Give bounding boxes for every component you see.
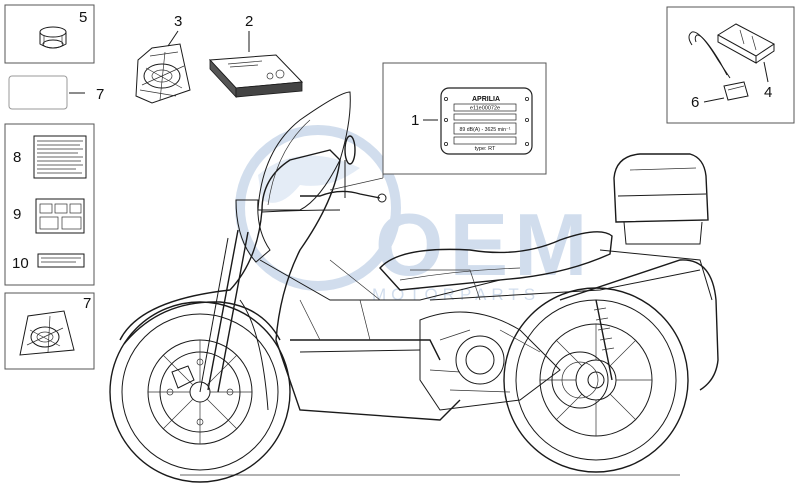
callout-7-top: 7 [96,86,104,103]
top-case [613,153,709,245]
rubber-plug-icon [39,26,67,49]
front-body [119,149,461,421]
plate-type: type: RT [475,146,496,152]
key-fob-icon [717,23,775,64]
watermark-globe-icon [235,125,401,291]
callout-1: 1 [411,112,419,129]
front-fender [123,301,281,345]
callout-6: 6 [691,94,699,111]
watermark-logo: OEM [375,195,593,294]
id-plate-icon: APRILIA e11e00072e 89 dB(A) - 3625 min⁻¹… [440,87,533,155]
callout-3: 3 [174,13,182,30]
oem-watermark: OEM MOTORPARTS [235,125,593,304]
part-8-10-box: 8 9 10 [4,123,95,286]
rear-shock [593,299,615,381]
part-5-box: 5 [4,4,95,64]
headlight [235,199,271,263]
plate-code: e11e00072e [470,106,500,112]
part-1-box: 1 APRILIA e11e00072e 89 dB(A) - 3625 min… [382,62,547,178]
plate-brand: APRILIA [472,96,500,103]
callout-5: 5 [79,9,87,26]
part-2-manual: 2 [208,13,304,99]
part-4-6-box: 6 4 [666,6,795,124]
handlebar [300,190,381,199]
blank-sticker-icon [8,75,68,110]
part-7-box: 7 [4,292,95,370]
small-label-icon [37,253,85,268]
callout-7-bottom: 7 [83,295,91,312]
callout-9: 9 [13,206,21,223]
part-7-label: 7 [8,75,104,110]
scooter-drawing [109,91,719,483]
footboard [290,339,441,361]
plate-noise: 89 dB(A) - 3625 min⁻¹ [460,127,511,133]
rear-wheel [503,287,689,473]
callout-10: 10 [12,255,29,272]
part-3-toolkit: 3 [135,13,191,104]
callout-4: 4 [764,84,772,101]
owners-manual-icon [208,54,304,99]
tool-kit-icon [19,310,75,356]
seat [379,231,613,291]
rear-body [559,259,719,391]
warning-label-icon [33,135,87,179]
watermark-subtitle: MOTORPARTS [372,285,540,304]
engine-block [419,311,609,411]
tool-roll-icon [135,43,191,104]
front-fork [199,229,249,393]
callout-8: 8 [13,149,21,166]
windscreen [257,91,351,211]
callout-2: 2 [245,13,253,30]
pictogram-label-icon [35,198,85,234]
key-tag-icon [688,31,749,101]
